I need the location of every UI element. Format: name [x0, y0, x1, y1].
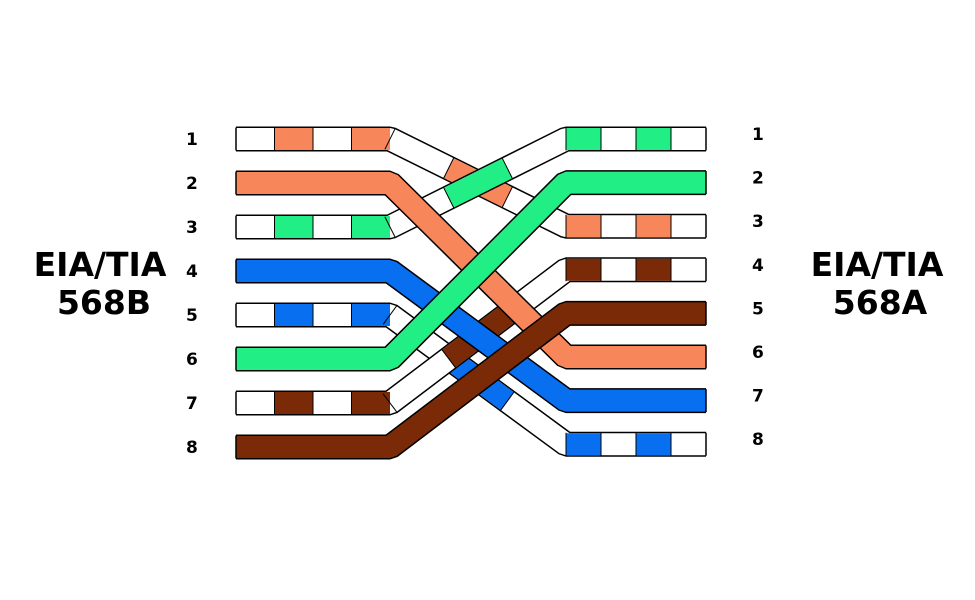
right-pin-number: 4 — [752, 256, 764, 276]
wire-white-green — [235, 126, 707, 240]
wire-blue — [235, 258, 707, 414]
wire-stripe-divider — [384, 216, 396, 238]
right-pin-number: 1 — [752, 125, 764, 145]
wire-stripe-divider — [443, 157, 455, 179]
left-pin-number: 3 — [186, 218, 198, 238]
wires-layer — [235, 126, 707, 460]
wire-stripe-divider — [441, 349, 457, 369]
wire-stripe-divider — [384, 128, 396, 150]
wire-body — [236, 171, 706, 370]
right-pin-number: 3 — [752, 212, 764, 232]
wire-stripe-divider — [501, 157, 513, 179]
wire-brown — [235, 300, 707, 460]
wire-stripe-divider — [501, 186, 513, 208]
left-pin-number: 7 — [186, 394, 198, 414]
left-standard-label-line1: EIA/TIA — [34, 245, 167, 284]
left-standard-label-line2: 568B — [57, 283, 151, 322]
wire-body — [236, 260, 706, 412]
right-pin-number: 8 — [752, 430, 764, 450]
right-pin-number: 6 — [752, 343, 764, 363]
right-pin-number: 7 — [752, 387, 764, 407]
wire-green — [235, 170, 707, 372]
wire-stripe-divider — [500, 391, 515, 411]
right-pin-numbers: 1 2 3 4 5 6 7 8 — [752, 125, 764, 450]
wire-stripe — [443, 158, 513, 208]
left-pin-number: 4 — [186, 262, 198, 282]
wire-body — [236, 302, 706, 458]
wire-stripe-divider — [443, 187, 455, 209]
wire-stripe-divider — [382, 305, 398, 325]
left-pin-number: 8 — [186, 438, 198, 458]
right-pin-number: 2 — [752, 169, 764, 189]
left-pin-number: 1 — [186, 130, 198, 150]
left-pin-number: 5 — [186, 306, 198, 326]
left-pin-numbers: 1 2 3 4 5 6 7 8 — [186, 130, 198, 458]
left-pin-number: 6 — [186, 350, 198, 370]
wire-stripe-divider — [382, 393, 398, 413]
left-pin-number: 2 — [186, 174, 198, 194]
right-pin-number: 5 — [752, 299, 764, 319]
right-standard-label-line1: EIA/TIA — [811, 245, 944, 284]
right-standard-label-line2: 568A — [833, 283, 928, 322]
